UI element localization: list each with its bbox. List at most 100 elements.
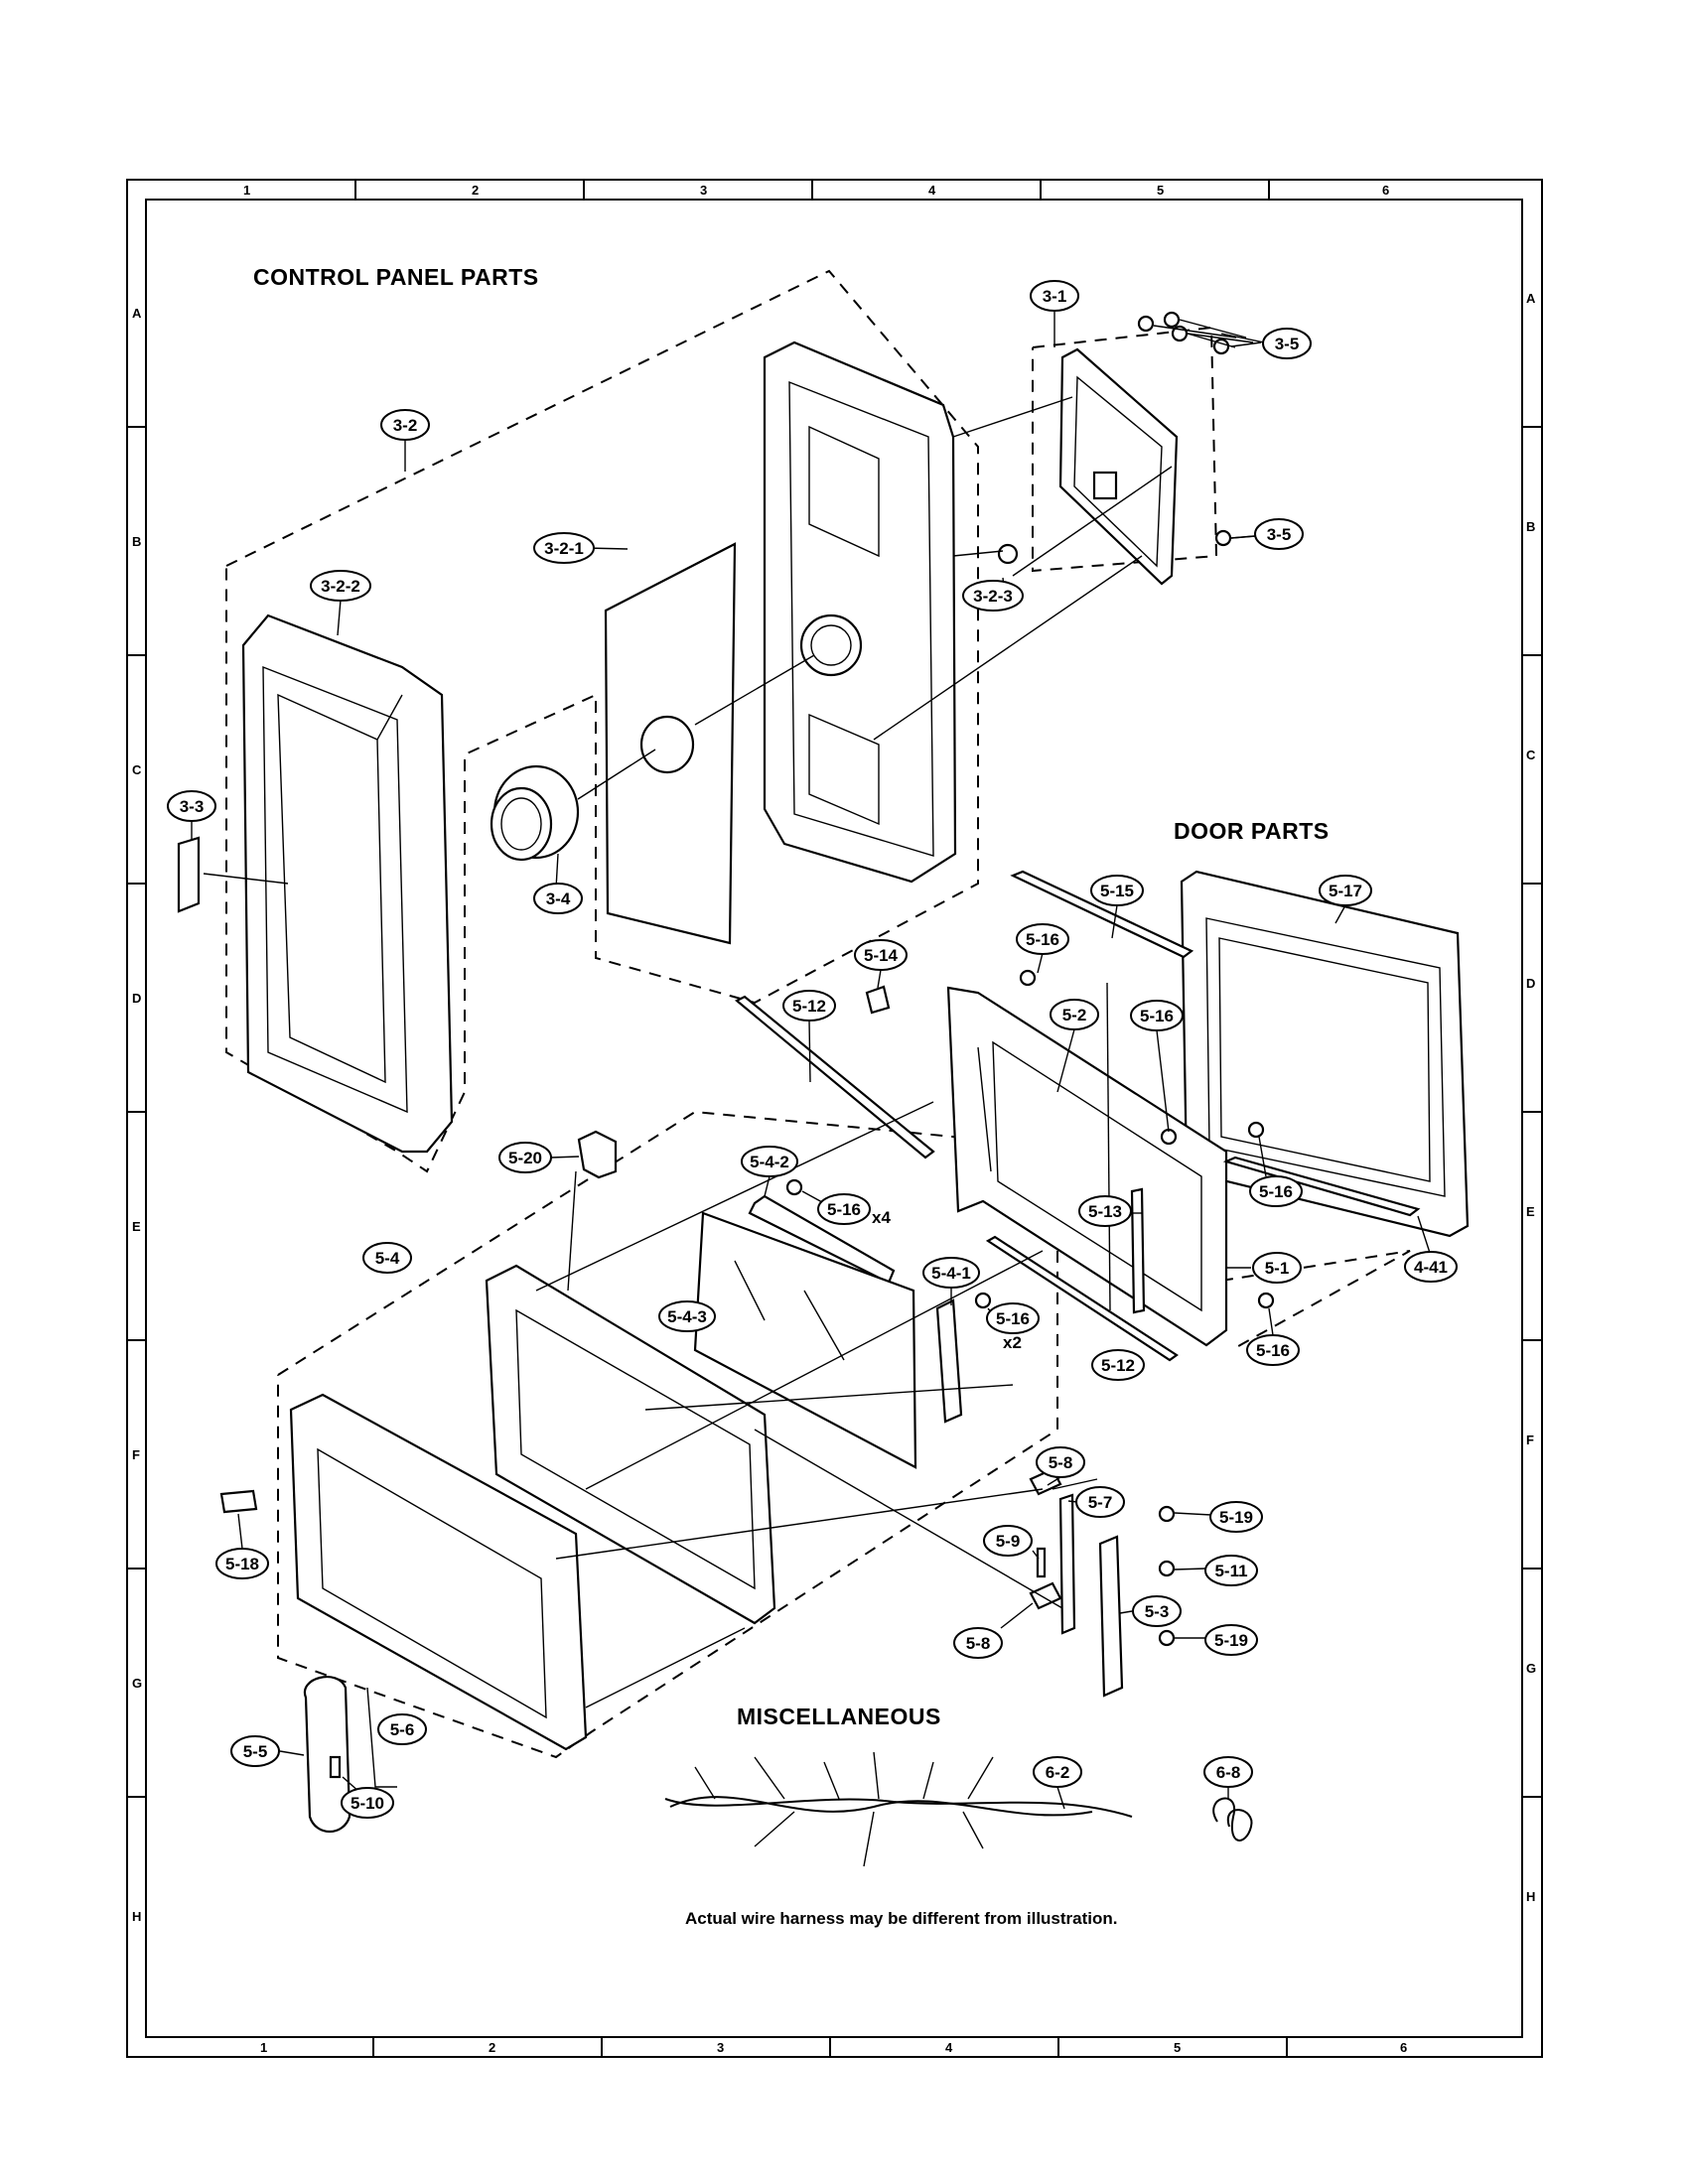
callout-5-9: 5-9 (996, 1532, 1021, 1551)
callout-5-5: 5-5 (243, 1742, 268, 1761)
grid-row-right-B: B (1526, 519, 1535, 534)
part-3-1-pcb (997, 347, 1179, 586)
part-5-4-1-latch (935, 1298, 963, 1424)
explosion-lines-control (203, 319, 1262, 885)
callouts: 3-1 3-5 3-5 3-2 3-2-1 3-2-2 3-2-3 3-3 3-… (167, 280, 1458, 1819)
grid-row-right-A: A (1526, 291, 1536, 306)
callout-5-8-bottom: 5-8 (966, 1634, 991, 1653)
grid-col-bottom-2: 2 (489, 2040, 495, 2055)
callout-5-18: 5-18 (225, 1555, 259, 1573)
callout-5-6: 5-6 (390, 1720, 415, 1739)
callout-5-12-upper: 5-12 (792, 997, 826, 1016)
grid-row-right-F: F (1526, 1433, 1534, 1447)
explosion-lines-door (535, 982, 1111, 1708)
callout-5-16-a: 5-16 (1026, 930, 1059, 949)
callout-5-4: 5-4 (375, 1249, 400, 1268)
part-5-5-lever (303, 1676, 351, 1833)
callout-5-16-f: 5-16 (1256, 1341, 1290, 1360)
grid-row-left-B: B (132, 534, 141, 549)
part-5-15-strip (1010, 870, 1194, 959)
callout-5-2: 5-2 (1062, 1006, 1087, 1024)
callout-5-16-b: 5-16 (1140, 1007, 1174, 1025)
callout-5-3: 5-3 (1145, 1602, 1170, 1621)
part-5-10-pad (329, 1755, 342, 1779)
grid-col-top-5: 5 (1157, 183, 1164, 198)
part-3-3-label (177, 836, 201, 913)
drawing-border (126, 179, 1543, 2058)
grid-row-left-A: A (132, 306, 142, 321)
grid-col-top-1: 1 (243, 183, 250, 198)
callout-5-13: 5-13 (1088, 1202, 1122, 1221)
grid-col-bottom-1: 1 (260, 2040, 267, 2055)
part-control-panel-housing (763, 341, 957, 884)
callout-5-4-2: 5-4-2 (750, 1153, 789, 1171)
callout-3-5-bottom: 3-5 (1267, 525, 1292, 544)
callout-5-14: 5-14 (864, 946, 899, 965)
callout-5-4-1: 5-4-1 (931, 1264, 971, 1283)
part-6-8-clip (1212, 1797, 1253, 1842)
grid-col-bottom-4: 4 (945, 2040, 953, 2055)
screws-5-16 (785, 969, 1275, 1309)
part-latch-assembly (1029, 1467, 1176, 1698)
callout-5-16-c: 5-16 (1259, 1182, 1293, 1201)
part-5-18-label (219, 1489, 258, 1514)
callout-5-16-d: 5-16 (827, 1200, 861, 1219)
callout-3-2-1: 3-2-1 (544, 539, 584, 558)
part-door-inner-frame (485, 1264, 776, 1625)
grid-col-top-6: 6 (1382, 183, 1389, 198)
callout-3-1: 3-1 (1043, 287, 1067, 306)
callout-5-4-3: 5-4-3 (667, 1307, 707, 1326)
part-5-4-2-bracket (748, 1194, 896, 1285)
callout-5-20: 5-20 (508, 1149, 542, 1167)
grid-row-left-F: F (132, 1447, 140, 1462)
grid-row-left-C: C (132, 762, 142, 777)
grid-col-top-4: 4 (928, 183, 936, 198)
grid-col-bottom-6: 6 (1400, 2040, 1407, 2055)
part-5-14-pad (865, 985, 891, 1015)
callout-5-17: 5-17 (1329, 882, 1362, 900)
part-3-4-knob (490, 764, 580, 862)
callout-6-8: 6-8 (1216, 1763, 1241, 1782)
assembly-boundary-3-2 (225, 269, 979, 1173)
callout-5-1: 5-1 (1265, 1259, 1290, 1278)
callout-5-11: 5-11 (1214, 1562, 1247, 1580)
callout-3-3: 3-3 (180, 797, 205, 816)
callout-5-19-top: 5-19 (1219, 1508, 1253, 1527)
part-3-2-2-frame (241, 614, 454, 1154)
callout-5-19-bottom: 5-19 (1214, 1631, 1248, 1650)
grid-row-right-H: H (1526, 1889, 1535, 1904)
part-5-6-rod (366, 1687, 397, 1788)
part-door-front (289, 1393, 588, 1751)
callout-5-10: 5-10 (351, 1794, 384, 1813)
quantity-x4: x4 (872, 1208, 891, 1227)
callout-6-2: 6-2 (1046, 1763, 1070, 1782)
grid-row-right-D: D (1526, 976, 1535, 991)
grid-col-top-2: 2 (472, 183, 479, 198)
callout-3-2: 3-2 (393, 416, 418, 435)
callout-5-15: 5-15 (1100, 882, 1134, 900)
assembly-boundary-door-right (1220, 1250, 1411, 1351)
part-5-12-strip-lower (985, 1235, 1179, 1362)
callout-3-2-2: 3-2-2 (321, 577, 360, 596)
wire-harness-note: Actual wire harness may be different fro… (685, 1909, 1118, 1928)
callout-5-7: 5-7 (1088, 1493, 1113, 1512)
part-4-41-strip (1222, 1156, 1421, 1217)
screws-3-5 (1137, 311, 1232, 547)
callout-5-8-top: 5-8 (1049, 1453, 1073, 1472)
part-5-12-strip-upper (735, 995, 935, 1160)
callout-5-12-lower: 5-12 (1101, 1356, 1135, 1375)
part-3-2-1-membrane (604, 542, 737, 945)
grid-col-top-3: 3 (700, 183, 707, 198)
grid-col-bottom-3: 3 (717, 2040, 724, 2055)
callout-3-2-3: 3-2-3 (973, 587, 1013, 606)
heading-miscellaneous: MISCELLANEOUS (737, 1704, 941, 1729)
part-5-13-rod (1130, 1187, 1146, 1314)
grid-row-right-G: G (1526, 1661, 1536, 1676)
part-5-20-bracket (577, 1130, 618, 1179)
callout-4-41: 4-41 (1414, 1258, 1448, 1277)
grid-row-left-D: D (132, 991, 141, 1006)
quantity-x2: x2 (1003, 1333, 1022, 1352)
callout-5-16-e: 5-16 (996, 1309, 1030, 1328)
part-6-2-wire-harness (664, 1751, 1133, 1867)
grid-labels: 1 2 3 4 5 6 1 2 3 4 5 6 A B C D E F G H … (132, 183, 1536, 2055)
